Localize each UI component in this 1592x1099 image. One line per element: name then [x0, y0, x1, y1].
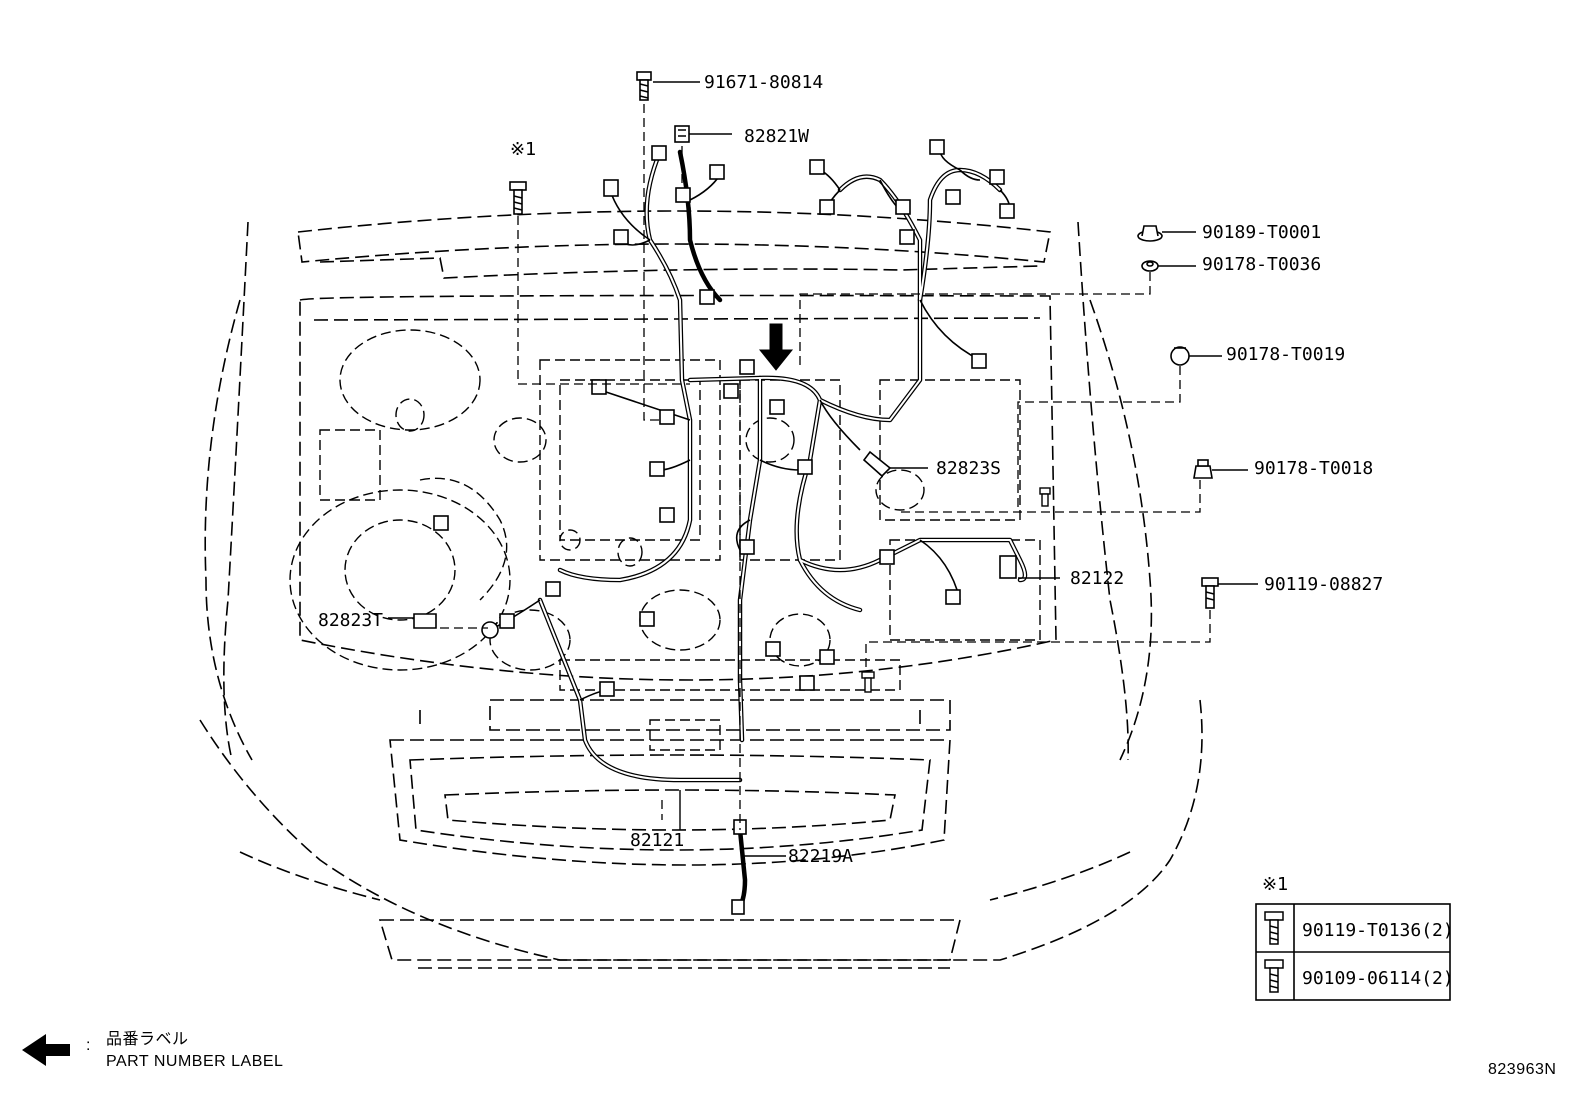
illustration-id: 823963N: [1488, 1061, 1556, 1078]
part-label-90119-08827: 90119-08827: [1264, 574, 1383, 595]
bolt-icon: [1264, 911, 1284, 945]
wiring-branches: [489, 149, 1011, 701]
note-mark-top: ※1: [510, 139, 537, 160]
clamp-icon: [413, 450, 892, 639]
bolt-icon: [509, 181, 527, 215]
note-table: ※1 90119-T0136(2) 90109-06114(2): [1255, 874, 1454, 1001]
part-number-label-legend: : 品番ラベル PART NUMBER LABEL: [22, 1030, 283, 1070]
svg-text::: :: [86, 1037, 91, 1054]
part-label-90178-t0018: 90178-T0018: [1254, 458, 1373, 479]
arrow-left-icon: [22, 1034, 70, 1066]
part-label-91671-80814: 91671-80814: [704, 72, 823, 93]
note-table-row-1: 90119-T0136(2): [1302, 920, 1454, 941]
harness-connectors: [433, 139, 1017, 915]
part-label-82219a: 82219A: [788, 846, 853, 867]
leader-lines: [388, 81, 1258, 857]
part-label-82122: 82122: [1070, 568, 1124, 589]
nut-icon: [1141, 260, 1159, 272]
part-label-82823s: 82823S: [936, 458, 1001, 479]
wiring-harness-inner: [539, 151, 1026, 781]
legend-label-jp: 品番ラベル: [106, 1030, 189, 1048]
bolt-icon: [636, 71, 652, 101]
wiring-harness-82121: [537, 149, 1028, 913]
bolt-icon: [1201, 577, 1219, 609]
flange-nut-icon: [1193, 459, 1213, 479]
legend-label-en: PART NUMBER LABEL: [106, 1053, 283, 1070]
part-label-82823t: 82823T: [318, 610, 383, 631]
grommet-icon: [1137, 225, 1163, 242]
vehicle-body-outline: [199, 210, 1203, 969]
note-table-mark: ※1: [1262, 874, 1289, 895]
bolt-icon: [1264, 959, 1284, 993]
part-label-90178-t0036: 90178-T0036: [1202, 254, 1321, 275]
part-label-82121: 82121: [630, 830, 684, 851]
clip-nut-icon: [1170, 346, 1190, 366]
terminal-icon: [674, 125, 690, 143]
dashed-guide-lines: [440, 104, 1211, 830]
part-label-90178-t0019: 90178-T0019: [1226, 344, 1345, 365]
down-arrow-icon: [758, 323, 794, 371]
note-table-row-2: 90109-06114(2): [1302, 968, 1454, 989]
part-label-90189-t0001: 90189-T0001: [1202, 222, 1321, 243]
bolt-icon: [861, 487, 1051, 693]
part-label-82821w: 82821W: [744, 126, 809, 147]
